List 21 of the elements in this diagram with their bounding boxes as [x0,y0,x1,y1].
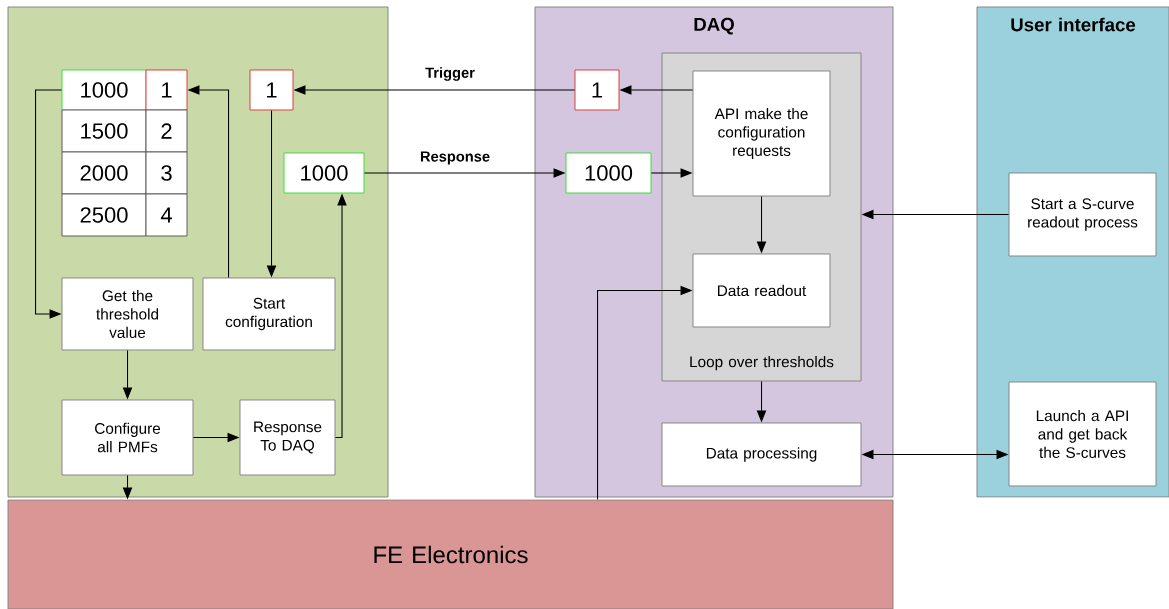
process-box: Data processing [661,422,862,487]
process-box: Response To DAQ [239,399,336,476]
table-cell: 4 [145,193,188,237]
process-box: Get the threshold value [61,277,194,351]
process-box: Start a S-curve readout process [1008,172,1157,257]
table-cell: 1 [145,69,188,111]
value-box: 1000 [283,152,365,194]
process-box: Configure all PMFs [61,399,194,476]
hardware-block: FE Electronics [7,499,894,609]
edge-label: Response [420,151,490,165]
process-box: Start configuration [202,277,336,351]
value-box: 1 [574,69,620,111]
value-box: 1000 [565,152,652,194]
process-box: Data readout [692,253,831,328]
process-box: Launch a API and get back the S-curves [1008,381,1157,487]
table-cell: 3 [145,151,188,195]
process-box: API make the configuration requests [692,70,831,197]
table-cell: 2 [145,109,188,153]
value-box: 1 [249,69,294,111]
edge-label: Trigger [425,67,475,81]
arrow [35,89,63,319]
